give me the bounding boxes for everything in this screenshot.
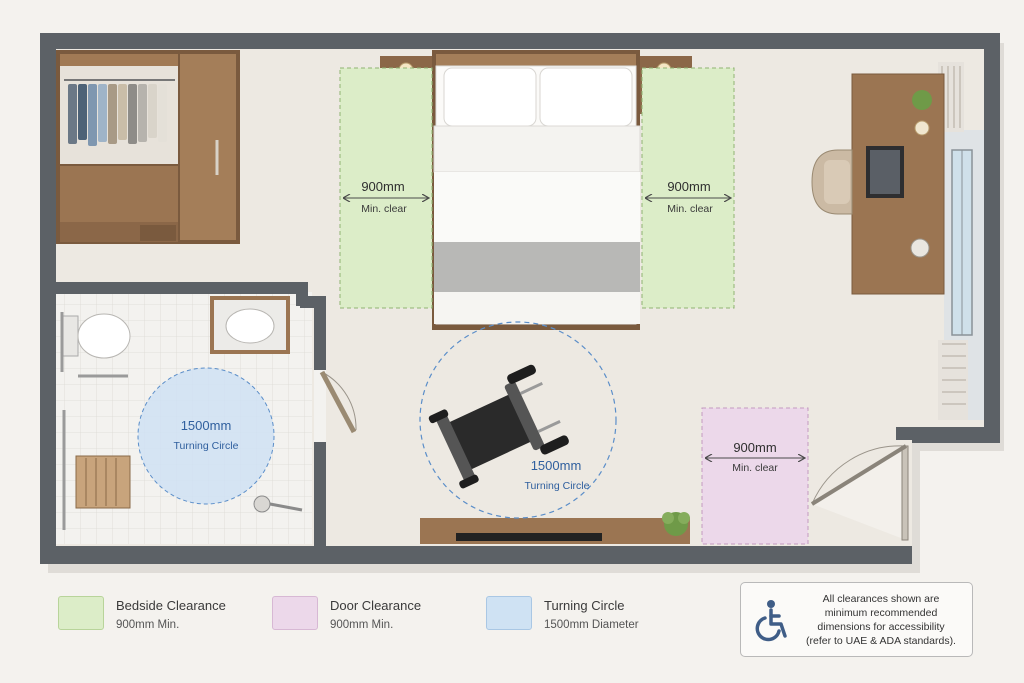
legend-title-turning: Turning Circle <box>544 598 625 613</box>
entry-door <box>810 440 912 546</box>
door-clear-value: 900mm <box>733 440 776 455</box>
legend-title-bedside: Bedside Clearance <box>116 598 226 613</box>
note-line-1: All clearances shown are <box>822 592 940 605</box>
legend-swatch-turning <box>486 596 532 630</box>
legend-title-door: Door Clearance <box>330 598 422 613</box>
legend-swatch-door <box>272 596 318 630</box>
door-clearance-zone <box>701 407 809 545</box>
room-turning-caption: Turning Circle <box>525 480 590 492</box>
toilet <box>60 312 131 378</box>
bedside-right-value: 900mm <box>667 179 710 194</box>
legend-sub-bedside: 900mm Min. <box>116 619 180 631</box>
shower-seat <box>62 410 131 530</box>
legend-sub-turning: 1500mm Diameter <box>544 619 639 631</box>
bedside-left-value: 900mm <box>361 179 404 194</box>
bedside-left-caption: Min. clear <box>361 203 407 215</box>
legend-turning: Turning Circle 1500mm Diameter <box>486 596 639 631</box>
vanity-sink <box>210 296 290 354</box>
bathroom-wall <box>56 282 326 546</box>
bathroom-door <box>314 370 357 442</box>
turning-circle-room <box>419 321 617 519</box>
room-turning-value: 1500mm <box>531 458 582 473</box>
note-line-4: (refer to UAE & ADA standards). <box>806 634 956 647</box>
wheelchair-accessibility-icon <box>741 598 801 642</box>
desk <box>851 73 945 295</box>
legend-door: Door Clearance 900mm Min. <box>272 596 421 631</box>
tv-unit <box>420 518 690 544</box>
legend-sub-door: 900mm Min. <box>330 619 394 631</box>
note-line-2: minimum recommended <box>824 606 938 619</box>
bath-turning-caption: Turning Circle <box>174 440 239 452</box>
wheelchair <box>428 364 569 489</box>
bed <box>432 50 641 330</box>
legend-swatch-bedside <box>58 596 104 630</box>
wardrobe <box>56 50 240 244</box>
bath-turning-value: 1500mm <box>181 418 232 433</box>
accessibility-note: All clearances shown are minimum recomme… <box>740 582 973 657</box>
plant-icon <box>662 512 690 536</box>
note-line-3: dimensions for accessibility <box>817 620 945 633</box>
door-clear-caption: Min. clear <box>732 462 778 474</box>
bedside-right-caption: Min. clear <box>667 203 713 215</box>
desk-chair <box>811 149 853 215</box>
turning-circle-bathroom <box>137 367 275 505</box>
legend-bedside: Bedside Clearance 900mm Min. <box>58 596 226 631</box>
shower-drain <box>253 495 303 513</box>
